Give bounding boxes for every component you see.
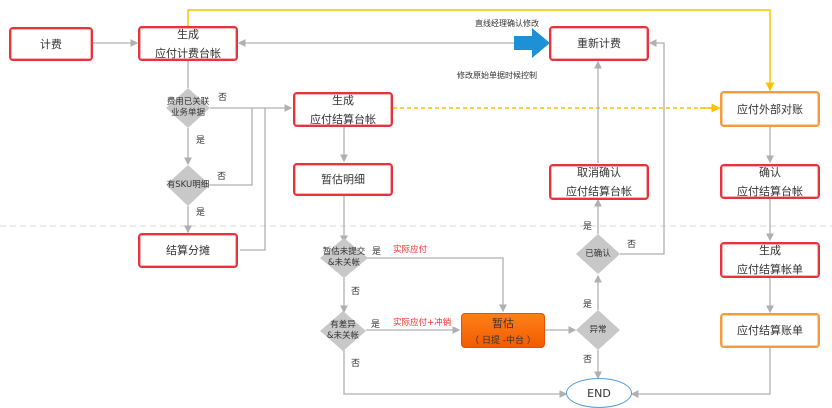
label-actual-payable: 实际应付 bbox=[393, 245, 428, 255]
label-yes-abnormal: 是 bbox=[583, 300, 593, 310]
decision-confirmed[interactable]: 已确认 bbox=[576, 234, 620, 274]
node-estimate[interactable]: 暂估 （ 日提 -中台 ） bbox=[461, 313, 545, 348]
label-yes-unsubmitted: 是 bbox=[372, 247, 382, 257]
decision-has-sku[interactable]: 有SKU明细 bbox=[166, 165, 210, 206]
node-external-reconcile[interactable]: 应付外部对账 bbox=[720, 91, 820, 127]
node-confirm-ledger[interactable]: 确认 应付结算台帐 bbox=[720, 164, 820, 199]
label-no-confirmed: 否 bbox=[627, 240, 637, 250]
note-manager-confirm: 直线经理确认修改 bbox=[475, 19, 539, 28]
node-cancel-confirm[interactable]: 取消确认 应付结算台帐 bbox=[549, 164, 649, 200]
label-no-sku: 否 bbox=[217, 172, 227, 182]
label-yes-diff: 是 bbox=[371, 320, 381, 330]
label-yes-confirmed: 是 bbox=[583, 222, 593, 232]
node-settle-bill[interactable]: 应付结算账单 bbox=[720, 313, 820, 348]
label-yes-sku: 是 bbox=[196, 208, 206, 218]
node-end[interactable]: END bbox=[566, 378, 632, 408]
label-no-diff: 否 bbox=[351, 359, 361, 369]
decision-has-diff[interactable]: 有差异&未关帐 bbox=[320, 311, 366, 351]
node-settle-allocation[interactable]: 结算分摊 bbox=[138, 233, 238, 268]
decision-linked-docs[interactable]: 费用已关联业务单据 bbox=[166, 88, 210, 128]
node-generate-settle-bill[interactable]: 生成 应付结算帐单 bbox=[720, 242, 820, 278]
blue-arrow-icon bbox=[514, 28, 550, 58]
edge-ledger-to-external bbox=[187, 9, 775, 92]
node-generate-settle-ledger[interactable]: 生成 应付结算台帐 bbox=[293, 92, 393, 127]
label-no-unsubmitted: 否 bbox=[351, 287, 361, 297]
decision-abnormal[interactable]: 异常 bbox=[576, 310, 620, 350]
node-rebill[interactable]: 重新计费 bbox=[549, 26, 649, 61]
label-yes-linked: 是 bbox=[196, 136, 206, 146]
node-estimate-detail[interactable]: 暂估明细 bbox=[293, 163, 393, 196]
node-billing[interactable]: 计费 bbox=[9, 27, 93, 61]
label-actual-payable-offset: 实际应付+冲销 bbox=[393, 318, 452, 328]
node-generate-payable-ledger[interactable]: 生成 应付计费台帐 bbox=[138, 26, 238, 61]
decision-unsubmitted[interactable]: 暂估未提交&未关帐 bbox=[320, 238, 368, 278]
label-no-linked: 否 bbox=[218, 93, 228, 103]
note-modify-control: 修改原始单据时候控制 bbox=[457, 71, 537, 80]
label-no-abnormal: 否 bbox=[583, 355, 593, 365]
